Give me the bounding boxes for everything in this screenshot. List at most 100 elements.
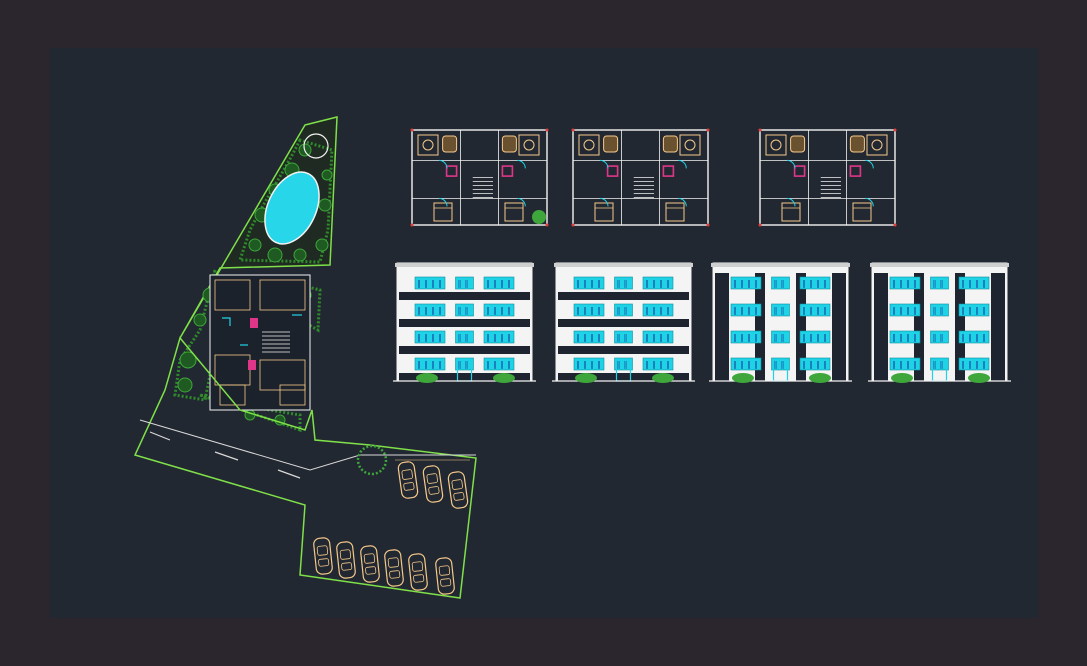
elevation-pier — [715, 354, 729, 381]
window-glyph: ∥ — [940, 306, 944, 315]
swimming-pool — [264, 171, 320, 245]
elevation-window — [771, 276, 790, 290]
window-glyph: ∥ — [576, 279, 580, 288]
plan-bed — [665, 202, 685, 222]
elevation-window — [573, 276, 605, 290]
plan-door — [438, 159, 448, 169]
window-glyph: ∥ — [458, 279, 462, 288]
elevation-window — [730, 357, 762, 371]
window-glyph: ∥ — [486, 360, 490, 369]
site-building-accents — [248, 318, 258, 370]
window-glyph: ∥ — [968, 306, 972, 315]
window-glyph: ∥ — [617, 360, 621, 369]
plan-column — [893, 223, 897, 227]
elevation-window — [958, 357, 990, 371]
floor-plan — [571, 128, 710, 227]
window-glyph: ∥ — [754, 279, 758, 288]
site-building-stairs — [262, 331, 290, 353]
window-glyph: ∥ — [968, 333, 972, 342]
plan-furniture — [770, 139, 782, 151]
window-glyph: ∥ — [913, 360, 917, 369]
elevation-pier — [991, 300, 1005, 327]
window-glyph: ∥ — [754, 306, 758, 315]
elevation-window — [455, 357, 474, 371]
window-glyph: ∥ — [802, 333, 806, 342]
window-glyph: ∥ — [486, 333, 490, 342]
window-glyph: ∥ — [892, 333, 896, 342]
elevation-window — [483, 276, 515, 290]
building-elevation: ∥∥∥∥∥∥∥∥∥∥∥∥∥∥∥∥∥∥∥∥∥∥∥∥∥∥∥∥∥∥∥∥∥∥∥∥∥∥∥∥ — [868, 262, 1011, 383]
window-glyph: ∥ — [733, 306, 737, 315]
window-glyph: ∥ — [666, 333, 670, 342]
window-glyph: ∥ — [659, 279, 663, 288]
window-glyph: ∥ — [617, 279, 621, 288]
model-space-canvas[interactable]: ∥∥∥∥∥∥∥∥∥∥∥∥∥∥∥∥∥∥∥∥∥∥∥∥∥∥∥∥∥∥∥∥∥∥∥∥∥∥∥∥… — [50, 48, 1038, 618]
plan-door — [599, 197, 609, 207]
window-glyph: ∥ — [458, 306, 462, 315]
elevation-shrub — [493, 373, 515, 383]
window-glyph: ∥ — [666, 279, 670, 288]
parked-car — [397, 461, 419, 499]
plan-column — [706, 223, 710, 227]
elevation-pier — [991, 354, 1005, 381]
window-glyph: ∥ — [913, 333, 917, 342]
window-glyph: ∥ — [652, 279, 656, 288]
window-glyph: ∥ — [493, 306, 497, 315]
elevation-pier — [832, 273, 846, 300]
elevation-shrub — [575, 373, 597, 383]
elevation-window — [573, 357, 605, 371]
window-glyph: ∥ — [754, 333, 758, 342]
plan-furniture — [866, 134, 888, 156]
window-glyph: ∥ — [431, 333, 435, 342]
elevation-band — [399, 373, 530, 381]
floor-plans — [410, 128, 897, 227]
window-glyph: ∥ — [802, 360, 806, 369]
elevation-window — [730, 276, 762, 290]
plan-furniture — [684, 139, 696, 151]
window-glyph: ∥ — [465, 279, 469, 288]
window-glyph: ∥ — [899, 360, 903, 369]
window-glyph: ∥ — [906, 279, 910, 288]
window-glyph: ∥ — [666, 306, 670, 315]
window-glyph: ∥ — [740, 360, 744, 369]
window-glyph: ∥ — [754, 360, 758, 369]
window-glyph: ∥ — [624, 360, 628, 369]
window-glyph: ∥ — [823, 333, 827, 342]
window-glyph: ∥ — [507, 279, 511, 288]
plan-tree — [532, 210, 546, 224]
window-glyph: ∥ — [500, 360, 504, 369]
window-glyph: ∥ — [438, 279, 442, 288]
plan-bath — [445, 165, 458, 177]
window-glyph: ∥ — [659, 333, 663, 342]
window-glyph: ∥ — [424, 333, 428, 342]
plan-bath — [606, 165, 619, 177]
elevation-window — [771, 330, 790, 344]
elevation-pier — [874, 273, 888, 300]
window-glyph: ∥ — [576, 333, 580, 342]
window-glyph: ∥ — [892, 279, 896, 288]
elevation-shrub — [732, 373, 754, 383]
plan-furniture — [523, 139, 535, 151]
elevation-parapet — [870, 263, 1009, 267]
window-glyph: ∥ — [816, 306, 820, 315]
window-glyph: ∥ — [940, 360, 944, 369]
window-glyph: ∥ — [438, 306, 442, 315]
floor-plan — [758, 128, 897, 227]
plan-bath — [849, 165, 862, 177]
plan-furniture — [501, 135, 517, 153]
elevation-window — [730, 303, 762, 317]
window-glyph: ∥ — [645, 279, 649, 288]
plan-column — [758, 128, 762, 132]
plan-door — [678, 197, 687, 207]
window-glyph: ∥ — [624, 279, 628, 288]
elevation-parapet — [711, 263, 850, 267]
window-glyph: ∥ — [899, 333, 903, 342]
elevation-window — [771, 357, 790, 371]
window-glyph: ∥ — [507, 360, 511, 369]
window-glyph: ∥ — [823, 279, 827, 288]
window-glyph: ∥ — [597, 306, 601, 315]
window-glyph: ∥ — [906, 333, 910, 342]
window-glyph: ∥ — [809, 306, 813, 315]
window-glyph: ∥ — [493, 333, 497, 342]
